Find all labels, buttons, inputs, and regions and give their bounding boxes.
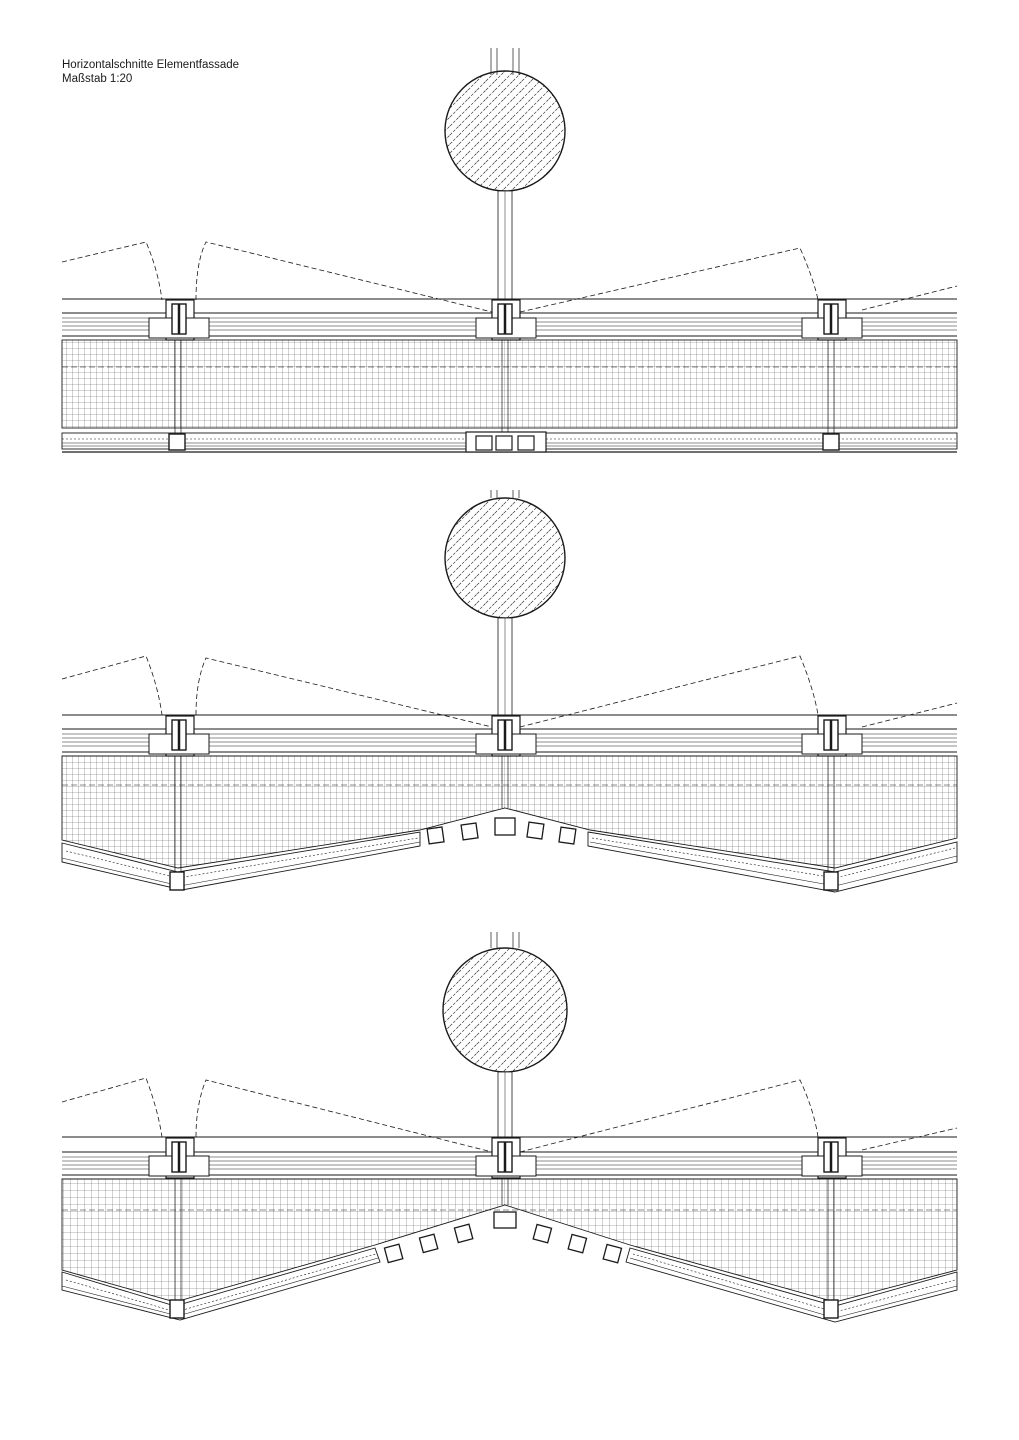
mullion-profile-right (801, 715, 863, 891)
mullion-profile-center (475, 1137, 537, 1205)
round-column-section (444, 70, 566, 192)
insulation-field (61, 339, 958, 429)
drawing-title: Horizontalschnitte Elementfassade (62, 59, 240, 71)
mullion-profile-left (148, 715, 210, 891)
section-flat (61, 48, 958, 453)
mullion-profile-right (801, 299, 863, 451)
louver-box (465, 431, 547, 453)
door-swing-arc (61, 1077, 163, 1138)
louver-box (426, 817, 577, 845)
round-column-section (442, 947, 568, 1073)
mullion-profile-center (475, 299, 537, 432)
drawing-scale: Maßstab 1:20 (62, 73, 133, 85)
mullion-profile-center (475, 715, 537, 808)
door-swing-arc (61, 241, 163, 301)
insulation-field (61, 1178, 958, 1303)
drawing-title-block: Horizontalschnitte Elementfassade Maßsta… (62, 58, 239, 86)
door-swing-arc (61, 655, 163, 716)
section-fold-deep (61, 932, 958, 1323)
round-column-section (444, 497, 566, 619)
mullion-profile-left (148, 299, 210, 451)
section-fold-shallow (61, 490, 958, 893)
mullion-profile-right (801, 1137, 863, 1319)
mullion-profile-left (148, 1137, 210, 1319)
insulation-field (61, 755, 958, 869)
louver-box (383, 1211, 623, 1264)
